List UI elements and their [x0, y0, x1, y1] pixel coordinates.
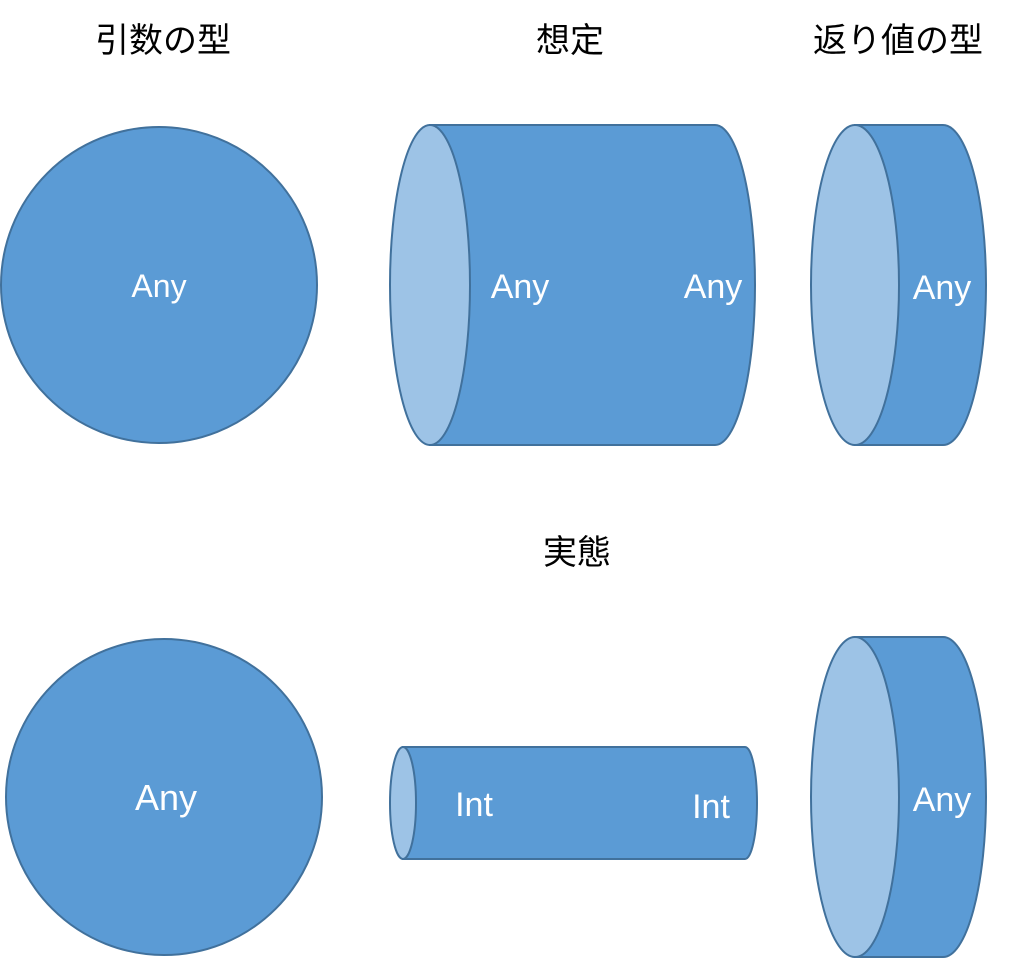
expected-return-face: [810, 124, 900, 446]
expected-return-disk: [810, 124, 987, 446]
expected-pipe-input-label: Any: [491, 268, 550, 306]
expected-return-label: Any: [913, 269, 972, 307]
actual-argument-circle: [5, 638, 323, 956]
actual-return-disk: [810, 636, 987, 958]
actual-return-label: Any: [913, 781, 972, 819]
expected-pipe-body: [429, 124, 756, 446]
heading-actual: 実態: [543, 533, 611, 573]
expected-argument-label: Any: [131, 268, 186, 304]
actual-pipe-output-label: Int: [692, 788, 730, 826]
expected-argument-circle: [0, 126, 318, 444]
actual-pipe-cylinder: [389, 746, 758, 860]
actual-pipe-input-label: Int: [455, 786, 493, 824]
heading-return-type: 返り値の型: [813, 21, 983, 61]
heading-expected: 想定: [536, 21, 604, 61]
actual-argument-label: Any: [135, 777, 197, 818]
actual-return-face: [810, 636, 900, 958]
expected-pipe-cylinder: [389, 124, 756, 446]
heading-argument-type: 引数の型: [95, 21, 231, 61]
expected-pipe-output-label: Any: [684, 268, 743, 306]
actual-pipe-body: [402, 746, 758, 860]
actual-pipe-face: [389, 746, 417, 860]
expected-pipe-face: [389, 124, 471, 446]
